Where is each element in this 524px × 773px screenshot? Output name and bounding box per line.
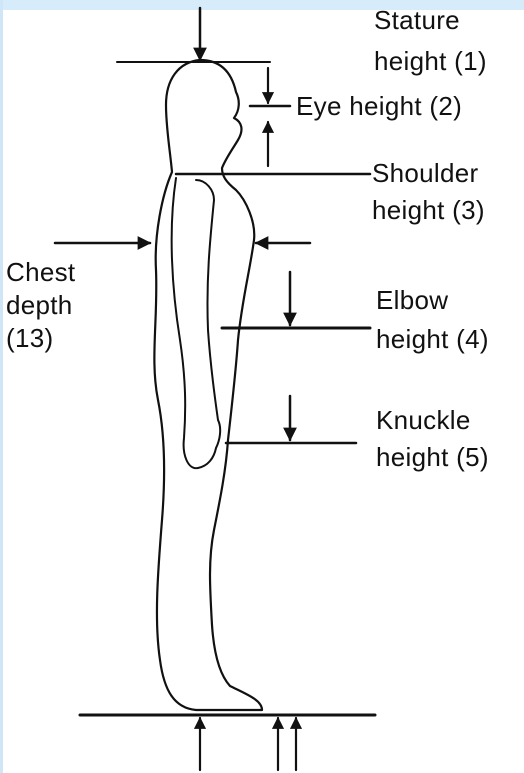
body-outline (154, 60, 262, 710)
shoulder-label: Shoulder height (3) (372, 157, 485, 227)
knuckle-label: Knuckle height (5) (376, 404, 489, 474)
chest-label-line2: depth (6, 289, 75, 322)
chest-label: Chest depth (13) (6, 256, 75, 355)
elbow-label: Elbow height (4) (376, 284, 489, 356)
knuckle-label-line2: height (5) (376, 441, 489, 474)
stature-label: Stature height (1) (374, 4, 487, 78)
knuckle-label-line1: Knuckle (376, 404, 489, 437)
eye-label-line1: Eye height (2) (296, 90, 462, 123)
arm-outline (172, 178, 221, 468)
elbow-label-line2: height (4) (376, 323, 489, 356)
chest-label-line1: Chest (6, 256, 75, 289)
elbow-label-line1: Elbow (376, 284, 489, 317)
chest-label-line3: (13) (6, 322, 75, 355)
shoulder-label-line2: height (3) (372, 194, 485, 227)
eye-label: Eye height (2) (296, 90, 462, 123)
shoulder-label-line1: Shoulder (372, 157, 485, 190)
stature-label-line2: height (1) (374, 45, 487, 78)
stature-label-line1: Stature (374, 4, 487, 37)
